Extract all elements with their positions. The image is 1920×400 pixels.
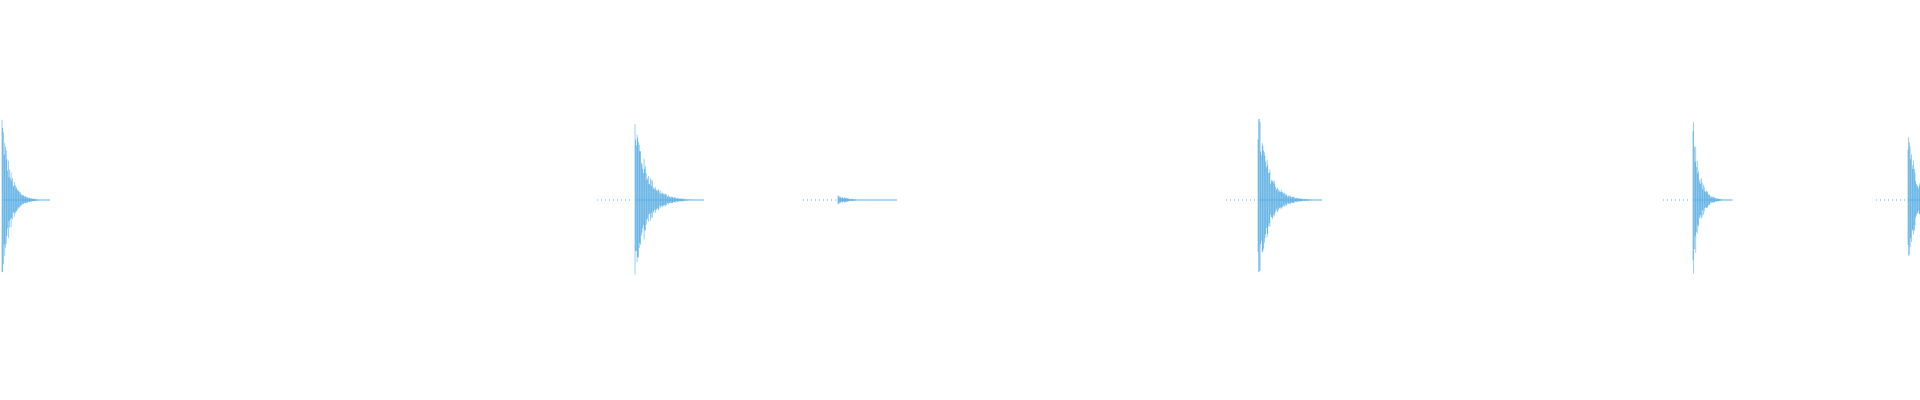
waveform-transient-5 <box>1663 122 1733 274</box>
waveform-transient-1 <box>1 119 50 273</box>
waveform-transient-2 <box>597 124 704 275</box>
waveform-transient-4 <box>1226 119 1322 273</box>
waveform-transient-6 <box>1876 137 1920 256</box>
waveform-transient-3 <box>803 195 897 205</box>
